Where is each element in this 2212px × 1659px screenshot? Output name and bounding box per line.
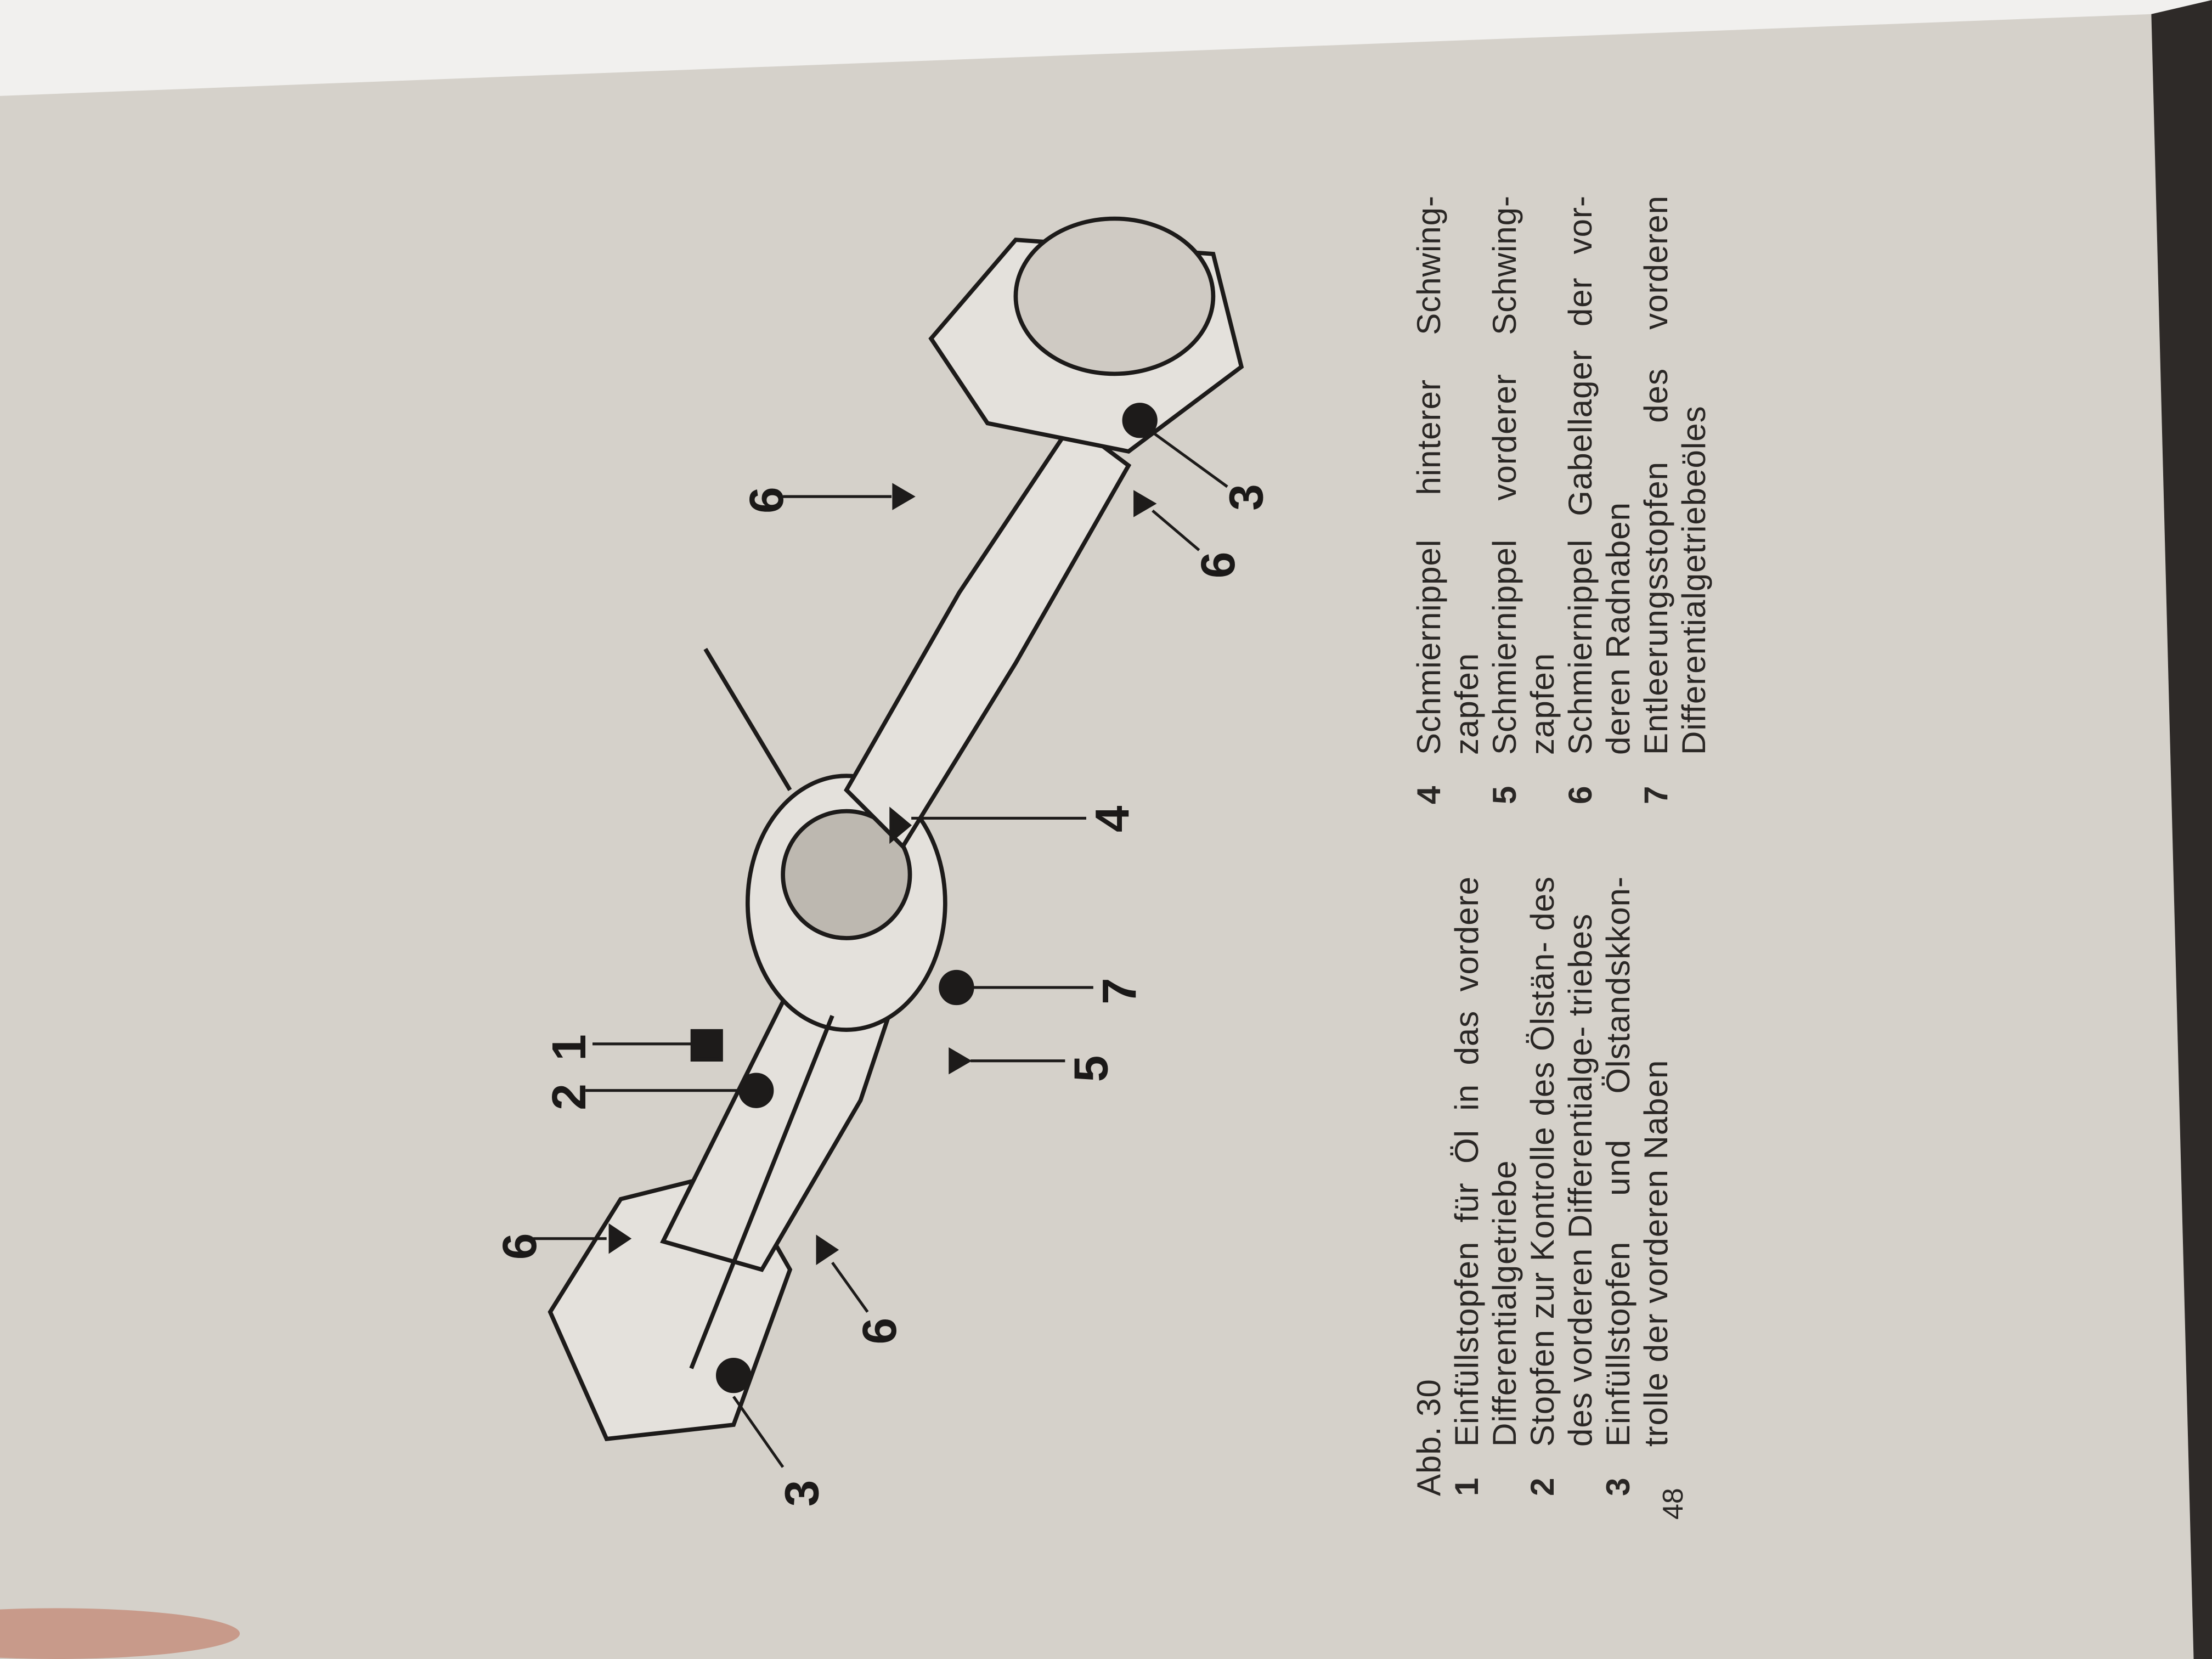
legend-text: Einfüllstopfen für Öl in das vordere Dif… — [1448, 876, 1523, 1447]
legend-number: 4 — [1410, 785, 1447, 804]
legend-number: 2 — [1524, 1477, 1561, 1496]
page-edge-shadow — [2151, 0, 2212, 1659]
legend-item: 7 Entleerungsstopfen des vorderen Differe… — [1637, 195, 1713, 804]
legend-text: Stopfen zur Kontrolle des Ölstän- des de… — [1524, 876, 1599, 1447]
legend-column-left: Abb. 30 1 Einfüllstopfen für Öl in das vo… — [1410, 876, 1675, 1496]
legend-item: 2 Stopfen zur Kontrolle des Ölstän- des d… — [1523, 876, 1599, 1496]
legend-text: Schmiernippel hinterer Schwing- zapfen — [1410, 195, 1485, 755]
finger — [0, 1608, 240, 1659]
legend-text: Schmiernippel vorderer Schwing- zapfen — [1486, 195, 1561, 755]
callout-2: 2 — [542, 1084, 596, 1110]
callout-6: 6 — [493, 1233, 546, 1260]
callout-6: 6 — [853, 1318, 906, 1345]
callout-leaders — [533, 429, 1228, 1468]
callout-4: 4 — [1085, 805, 1139, 832]
legend-number: 6 — [1562, 785, 1599, 804]
legend-item: 6 Schmiernippel Gabellager der vor- deren… — [1561, 195, 1637, 804]
legend-text: Entleerungsstopfen des vorderen Differen… — [1638, 195, 1712, 755]
legend-text: Schmiernippel Gabellager der vor- deren … — [1562, 195, 1637, 755]
legend-number: 5 — [1486, 785, 1523, 804]
callout-3: 3 — [1219, 484, 1273, 511]
callout-3: 3 — [775, 1480, 828, 1507]
figure-caption: Abb. 30 — [1410, 1379, 1447, 1496]
callout-6: 6 — [740, 487, 793, 514]
legend-item: 4 Schmiernippel hinterer Schwing- zapfen — [1410, 195, 1486, 804]
legend-number: 7 — [1638, 785, 1674, 804]
manual-page — [0, 14, 2194, 1659]
legend-item: 5 Schmiernippel vorderer Schwing- zapfen — [1486, 195, 1561, 804]
legend-number: 1 — [1448, 1477, 1485, 1496]
callout-5: 5 — [1064, 1056, 1118, 1082]
legend-text: Einfüllstopfen und Ölstandskkon- trolle … — [1600, 876, 1674, 1447]
page-number: 48 — [1657, 1488, 1689, 1520]
callout-1: 1 — [542, 1034, 596, 1061]
figure-legend: Abb. 30 1 Einfüllstopfen für Öl in das vo… — [1410, 152, 1712, 1523]
callout-6: 6 — [1191, 552, 1245, 579]
callout-7: 7 — [1092, 978, 1146, 1005]
axle-drawing — [548, 216, 1244, 1441]
callout-numbers: 3 6 6 2 1 7 5 4 6 6 3 — [493, 484, 1273, 1506]
legend-item: 1 Einfüllstopfen für Öl in das vordere Di… — [1448, 876, 1523, 1496]
